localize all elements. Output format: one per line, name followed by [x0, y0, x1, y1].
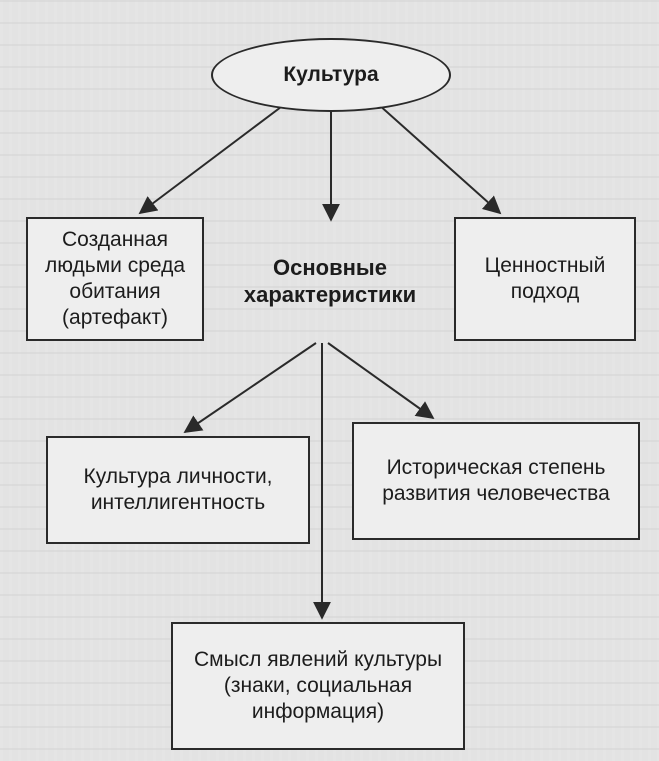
node-value-approach-label: Ценностный подход	[484, 254, 606, 303]
node-artifact: Созданная людьми среда обитания (артефак…	[26, 217, 204, 341]
root-node-culture: Культура	[211, 38, 451, 112]
arrow-root-to-artifact	[138, 103, 286, 215]
arrow-root-to-value	[377, 103, 502, 215]
arrow-center-to-personal	[183, 342, 317, 434]
center-node-main-characteristics: Основные характеристики	[216, 226, 444, 336]
arrow-center-to-historical	[327, 342, 435, 420]
node-historical-stage: Историческая степень развития человечест…	[352, 422, 640, 540]
node-historical-stage-label: Историческая степень развития человечест…	[382, 456, 610, 505]
center-node-label: Основные характеристики	[243, 255, 417, 307]
node-personal-culture: Культура личности, интеллигентность	[46, 436, 310, 544]
root-node-label: Культура	[283, 63, 379, 86]
node-meaning: Смысл явлений культуры (знаки, социальна…	[171, 622, 465, 750]
node-meaning-label: Смысл явлений культуры (знаки, социальна…	[193, 648, 443, 723]
node-value-approach: Ценностный подход	[454, 217, 636, 341]
node-artifact-label: Созданная людьми среда обитания (артефак…	[44, 228, 186, 329]
node-personal-culture-label: Культура личности, интеллигентность	[83, 465, 273, 514]
